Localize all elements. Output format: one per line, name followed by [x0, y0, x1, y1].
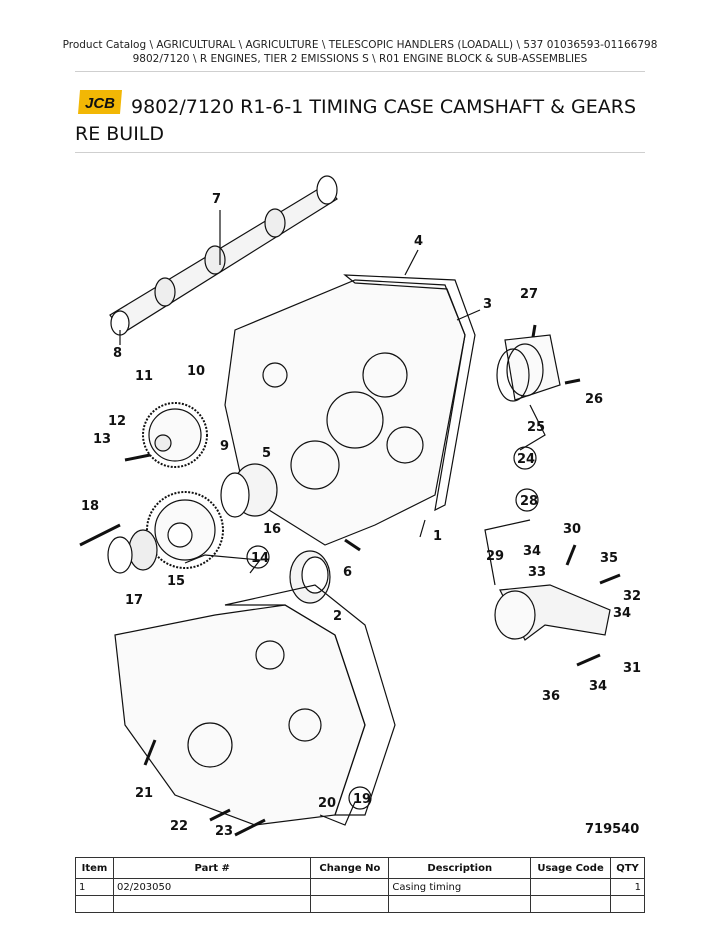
callout-14: 14: [251, 551, 269, 566]
callout-17: 17: [125, 593, 143, 608]
logo-text: JCB: [85, 95, 115, 112]
header-change-no: Change No: [310, 857, 390, 879]
callout-13: 13: [93, 432, 111, 447]
cell-part-number: [112, 895, 312, 913]
breadcrumb-line-2[interactable]: 9802/7120 \ R ENGINES, TIER 2 EMISSIONS …: [132, 53, 588, 65]
bolt-6: [344, 538, 361, 552]
callout-30: 30: [563, 522, 581, 537]
callout-2: 2: [333, 609, 342, 624]
diagram-reference-number: 719540: [585, 822, 639, 837]
oil-seal-drawing: [289, 550, 331, 604]
cell-qty: [609, 895, 646, 913]
parts-table-header-row: Item Part # Change No Description Usage …: [75, 857, 646, 879]
bolt-13: [124, 453, 151, 462]
callouts: 7 4 3 27 8 11 10 12 13 9 5 26 25 24 28 1…: [81, 192, 641, 839]
cell-description: Casing timing: [388, 878, 532, 896]
jcb-logo: JCB: [78, 90, 122, 114]
callout-34: 34: [523, 544, 541, 559]
bolt-22: [209, 808, 231, 822]
bracket-28: [484, 519, 531, 586]
bolt-31: [576, 653, 601, 667]
cell-qty: 1: [609, 878, 646, 896]
bolt-23: [234, 818, 266, 837]
crank-gear-drawing: [107, 491, 224, 574]
hub-drawing: [220, 463, 278, 518]
callout-21: 21: [135, 786, 153, 801]
callout-10: 10: [187, 364, 205, 379]
leader-4: [404, 249, 419, 276]
bracket-14: [184, 554, 262, 574]
callout-3: 3: [483, 297, 492, 312]
exploded-parts-diagram: 7 4 3 27 8 11 10 12 13 9 5 26 25 24 28 1…: [79, 175, 641, 839]
callout-9: 9: [220, 439, 229, 454]
fan-bracket-drawing: [494, 584, 611, 641]
breadcrumb-line-1[interactable]: Product Catalog \ AGRICULTURAL \ AGRICUL…: [62, 39, 658, 51]
bolt-27: [531, 324, 537, 338]
bolt-32: [599, 573, 621, 585]
callout-28: 28: [520, 494, 538, 509]
callout-29: 29: [486, 549, 504, 564]
header-part-number: Part #: [112, 857, 312, 879]
header-description: Description: [388, 857, 532, 879]
callout-34b: 34: [613, 606, 631, 621]
cell-part-number[interactable]: 02/203050: [112, 878, 312, 896]
callout-19: 19: [353, 792, 371, 807]
cell-item: 1: [75, 878, 114, 896]
bracket-24: [519, 404, 546, 451]
table-row: [75, 895, 646, 913]
callout-11: 11: [135, 369, 153, 384]
bolt-26: [564, 378, 581, 385]
bolt-18: [79, 523, 121, 547]
callout-31: 31: [623, 661, 641, 676]
callout-32: 32: [623, 589, 641, 604]
gasket-drawing: [343, 274, 476, 512]
cell-description: [388, 895, 532, 913]
cell-item: [75, 895, 114, 913]
callout-20: 20: [318, 796, 336, 811]
header-divider: [75, 71, 645, 72]
parts-table: Item Part # Change No Description Usage …: [75, 857, 646, 913]
callout-35: 35: [600, 551, 618, 566]
callout-22: 22: [170, 819, 188, 834]
cell-change-no: [310, 878, 390, 896]
bolt-21: [143, 739, 157, 766]
callout-23: 23: [215, 824, 233, 839]
idler-gear-drawing: [142, 402, 208, 468]
callout-1: 1: [433, 529, 442, 544]
callout-24: 24: [517, 452, 535, 467]
callout-8: 8: [113, 346, 122, 361]
cell-change-no: [310, 895, 390, 913]
callout-6: 6: [343, 565, 352, 580]
page-title: 9802/7120 R1-6-1 TIMING CASE CAMSHAFT & …: [75, 96, 637, 145]
header-item: Item: [75, 857, 114, 879]
callout-26: 26: [585, 392, 603, 407]
bracket-19: [319, 801, 356, 826]
header-usage-code: Usage Code: [530, 857, 611, 879]
callout-4: 4: [414, 234, 423, 249]
callout-27: 27: [520, 287, 538, 302]
circled-callout-markers: [246, 446, 539, 810]
callout-25: 25: [527, 420, 545, 435]
breadcrumb: Product Catalog \ AGRICULTURAL \ AGRICUL…: [0, 38, 720, 66]
callout-7: 7: [212, 192, 221, 207]
callout-16: 16: [263, 522, 281, 537]
bolt-30: [565, 544, 577, 566]
leader-1: [419, 519, 426, 538]
callout-33: 33: [528, 565, 546, 580]
cell-usage-code: [530, 895, 611, 913]
timing-case-drawing: [224, 279, 466, 546]
callout-36: 36: [542, 689, 560, 704]
callout-12: 12: [108, 414, 126, 429]
header-qty: QTY: [609, 857, 646, 879]
callout-5: 5: [262, 446, 271, 461]
callout-34c: 34: [589, 679, 607, 694]
title-divider: [75, 152, 645, 153]
callout-18: 18: [81, 499, 99, 514]
cover-plate-drawing: [496, 334, 561, 402]
leader-3: [456, 309, 481, 321]
cell-usage-code: [530, 878, 611, 896]
callout-15: 15: [167, 574, 185, 589]
table-row[interactable]: 1 02/203050 Casing timing 1: [75, 878, 646, 896]
